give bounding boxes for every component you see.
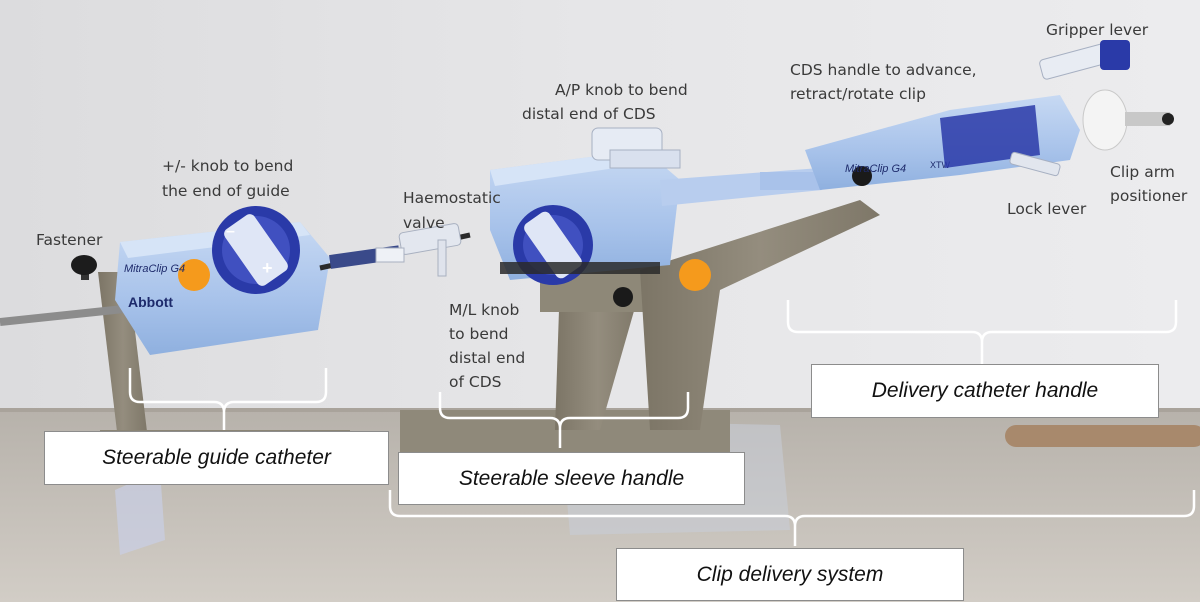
svg-text:Abbott: Abbott xyxy=(128,294,173,310)
haemostatic-valve xyxy=(375,223,462,277)
fastener-knob xyxy=(71,255,97,275)
label-fastener: Fastener xyxy=(36,231,103,249)
lock-lever xyxy=(1009,151,1061,177)
label-ml-knob-line4: of CDS xyxy=(449,373,502,391)
label-haemostatic-line1: Haemostatic xyxy=(403,189,501,207)
label-ml-knob-line1: M/L knob xyxy=(449,301,520,319)
steerable-sleeve-handle xyxy=(490,127,711,291)
label-ml-knob-line2: to bend xyxy=(449,325,509,343)
bracket-lines xyxy=(128,300,1196,546)
label-clip-arm-line1: Clip arm xyxy=(1110,163,1175,181)
label-ml-knob-line3: distal end xyxy=(449,349,526,367)
right-stand-arm xyxy=(640,200,880,430)
orange-sticker-2 xyxy=(679,259,711,291)
label-ap-knob-line2: distal end of CDS xyxy=(522,105,656,123)
middle-stand xyxy=(555,280,640,430)
box-clip-delivery-system: Clip delivery system xyxy=(616,548,964,601)
label-plus-minus-line1: +/- knob to bend xyxy=(162,157,294,175)
clip-arm-positioner xyxy=(1082,89,1128,151)
label-gripper-lever: Gripper lever xyxy=(1046,21,1149,39)
label-haemostatic-line2: valve xyxy=(403,214,445,232)
label-clip-arm-line2: positioner xyxy=(1110,187,1188,205)
label-plus-minus-line2: the end of guide xyxy=(162,182,290,200)
box-steerable-sleeve-handle: Steerable sleeve handle xyxy=(398,452,745,505)
svg-text:MitraClip G4: MitraClip G4 xyxy=(845,163,906,175)
label-cds-handle-line1: CDS handle to advance, xyxy=(790,61,977,79)
orange-sticker xyxy=(178,259,210,291)
svg-text:–: – xyxy=(226,223,235,240)
box-steerable-guide-catheter: Steerable guide catheter xyxy=(44,431,389,485)
label-ap-knob-line1: A/P knob to bend xyxy=(555,81,688,99)
svg-text:MitraClip G4: MitraClip G4 xyxy=(124,263,185,275)
guide-catheter-handle: MitraClip G4 Abbott – + xyxy=(115,206,330,355)
tan-tube xyxy=(1005,425,1200,447)
label-cds-handle-line2: retract/rotate clip xyxy=(790,85,926,103)
svg-text:XTW: XTW xyxy=(930,160,951,170)
box-delivery-catheter-handle: Delivery catheter handle xyxy=(811,364,1159,418)
svg-text:+: + xyxy=(262,258,273,278)
label-lock-lever: Lock lever xyxy=(1007,200,1087,218)
delivery-catheter-handle: MitraClip G4 XTW xyxy=(805,40,1174,190)
